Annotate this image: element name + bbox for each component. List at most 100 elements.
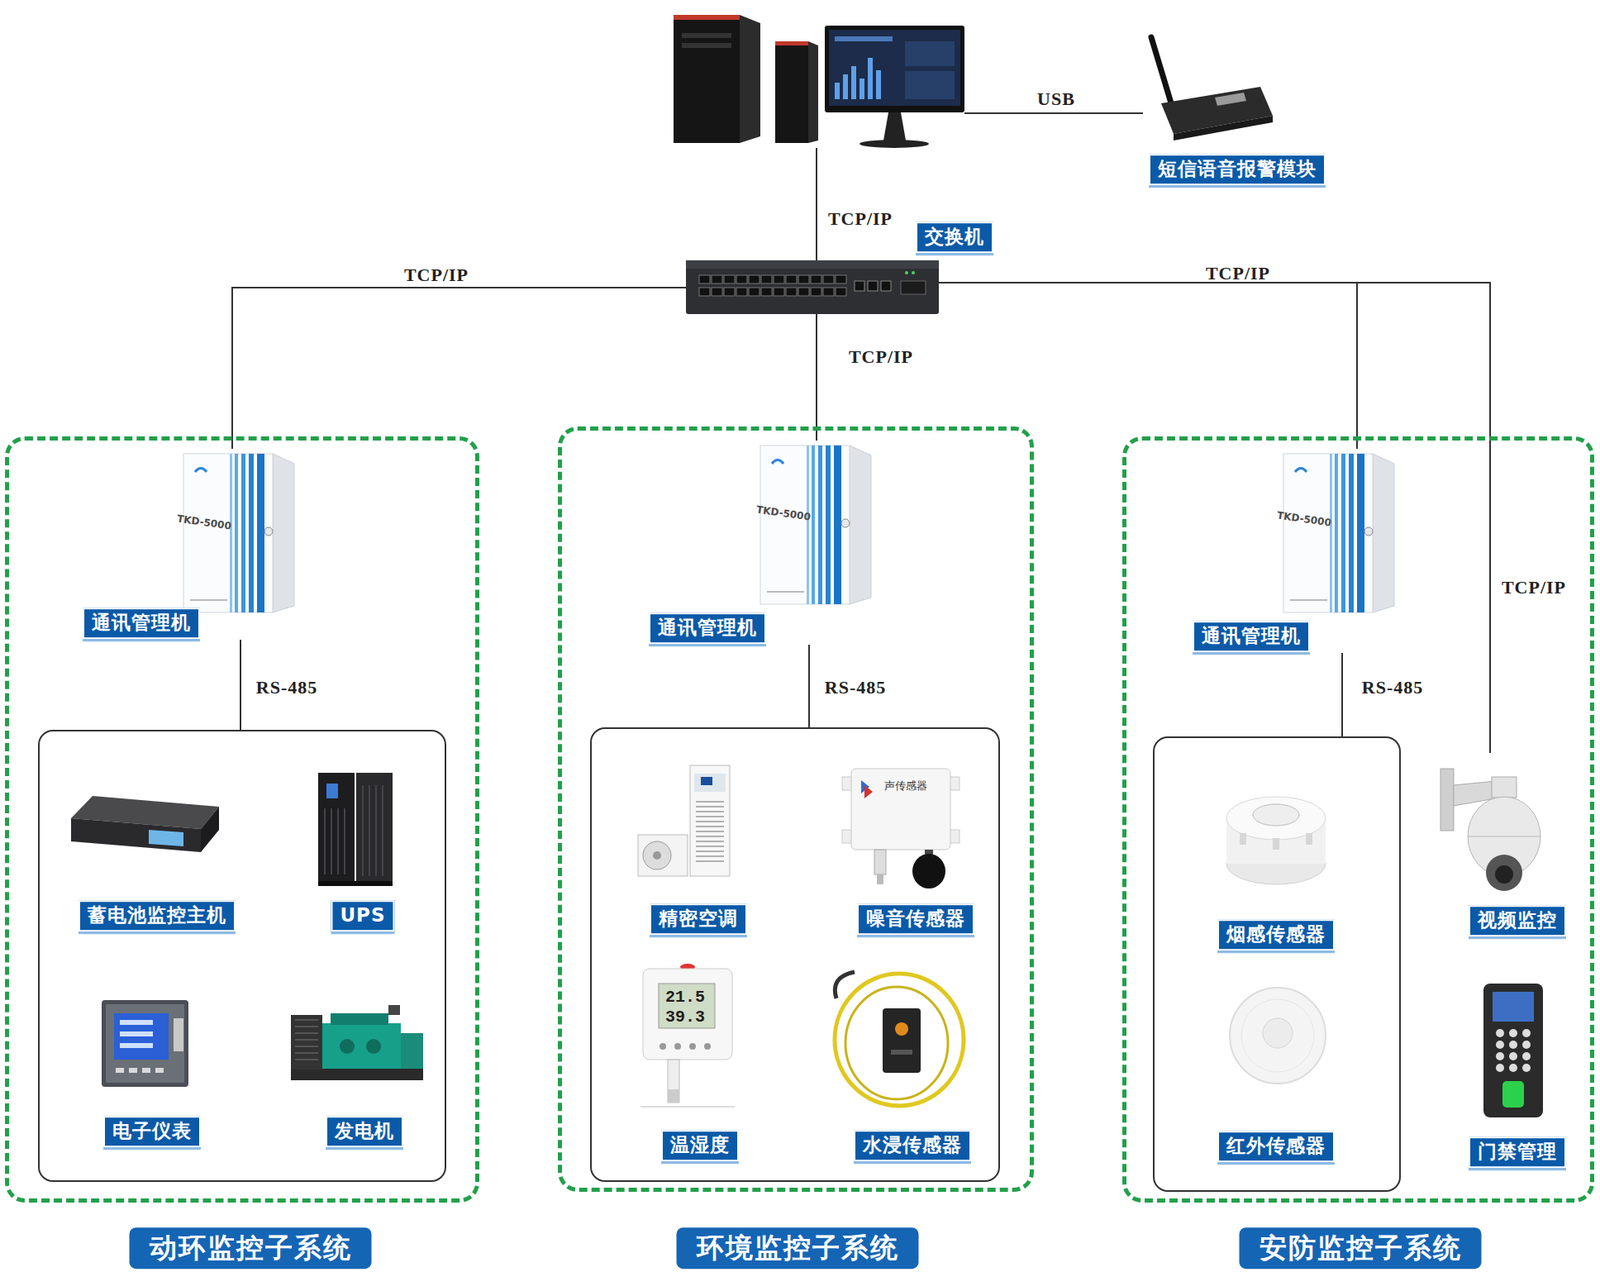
switch-art — [835, 275, 847, 284]
comm-manager: 通讯管理机 — [644, 440, 873, 645]
meter-art — [101, 1000, 189, 1087]
network-link — [815, 314, 818, 441]
switch-art — [904, 271, 909, 275]
noise-sensor-art — [864, 785, 873, 799]
access-control-art — [1495, 1052, 1505, 1061]
battery-monitor-art — [71, 795, 220, 853]
water-sensor-art — [834, 973, 964, 1106]
link-label: USB — [1037, 88, 1076, 110]
link-label: TCP/IP — [828, 208, 893, 230]
meter-art — [119, 1042, 153, 1048]
node-label: 电子仪表 — [103, 1115, 201, 1148]
node-label: 门禁管理 — [1468, 1136, 1567, 1168]
switch-art — [798, 287, 810, 296]
generator-art — [388, 1004, 400, 1015]
node-label: 水浸传感器 — [853, 1129, 972, 1162]
access-control-art — [1522, 1063, 1531, 1072]
device: 烟感传感器 — [1216, 790, 1337, 953]
temperature-humidity-art — [689, 1042, 696, 1050]
air-conditioner-art — [694, 773, 726, 792]
meter-art — [105, 1004, 185, 1083]
meter-art — [155, 1067, 164, 1073]
device-marking: 声传感器 — [884, 778, 928, 794]
water-sensor-art — [834, 971, 855, 999]
link-label: TCP/IP — [404, 264, 469, 286]
device: 水浸传感器 — [831, 969, 977, 1162]
link-label: RS-485 — [256, 676, 318, 699]
generator-art — [366, 1038, 381, 1054]
meter-art — [115, 1067, 124, 1073]
switch-art — [785, 275, 797, 284]
camera-art — [1440, 768, 1541, 891]
smoke-detector-art — [1252, 804, 1300, 826]
comm-manager: 通讯管理机 — [1188, 448, 1393, 653]
group-frame — [4, 436, 480, 1203]
noise-sensor-art — [876, 874, 884, 885]
device-group: 烟感传感器红外传感器 — [1152, 736, 1401, 1192]
meter-art — [114, 1013, 169, 1060]
generator-art — [290, 1068, 424, 1081]
node-label: 红外传感器 — [1217, 1130, 1335, 1162]
generator-art — [330, 1013, 389, 1025]
switch-art — [685, 260, 939, 315]
node-label: 噪音传感器 — [857, 903, 975, 935]
switch-art — [785, 287, 797, 296]
node-label: 视频监控 — [1468, 904, 1567, 937]
meter-art — [128, 1067, 138, 1073]
model-number: TKD-5000 — [755, 503, 811, 523]
device: UPS — [318, 770, 393, 932]
network-link — [239, 639, 242, 730]
workstation-art — [739, 14, 761, 143]
workstation-art — [859, 139, 929, 148]
workstation-art — [673, 14, 740, 143]
generator-art — [400, 1033, 424, 1069]
network-link — [938, 282, 1358, 449]
ups-art — [318, 772, 393, 886]
access-control-art — [1522, 1052, 1531, 1061]
ups-art — [356, 772, 393, 886]
switch-art — [798, 275, 810, 284]
temperature-humidity-art — [667, 1059, 680, 1103]
water-sensor-art — [845, 986, 948, 1100]
switch-art — [685, 260, 939, 315]
network-link — [1341, 652, 1343, 737]
generator-art — [290, 1004, 424, 1081]
group-title: 安防监控子系统 — [1239, 1227, 1482, 1269]
device: 发电机 — [290, 1004, 424, 1148]
noise-sensor-art — [874, 849, 886, 875]
temperature-humidity-art — [704, 1042, 711, 1050]
alarm-module: 短信语音报警模块 — [1142, 33, 1332, 189]
switch-art — [685, 260, 939, 269]
temperature-humidity-art — [667, 1089, 680, 1103]
device-group: 精密空调噪音传感器温湿度水浸传感器 — [590, 727, 1000, 1182]
workstation-art — [876, 70, 881, 100]
temperature-humidity-art — [659, 1042, 667, 1050]
ups-art — [318, 772, 355, 886]
subsystem-group: 安防监控子系统 通讯管理机烟感传感器红外传感器 视频监控门禁管理 — [1122, 436, 1595, 1272]
camera-art — [1440, 768, 1454, 831]
noise-sensor-art — [842, 768, 960, 889]
illustration-layer — [760, 445, 872, 605]
noise-sensor-art — [912, 853, 946, 889]
group-frame — [557, 426, 1034, 1192]
model-number: TKD-5000 — [1276, 509, 1332, 529]
node-label: 发电机 — [325, 1115, 404, 1148]
camera-art — [1491, 776, 1517, 798]
infrared-sensor-art — [1241, 999, 1315, 1072]
link-label: TCP/IP — [1205, 262, 1271, 285]
node-label: UPS — [330, 900, 395, 932]
device: 精密空调 — [638, 765, 750, 936]
access-control-art — [1492, 991, 1534, 1022]
meter-art — [101, 1000, 189, 1087]
switch-art — [761, 275, 772, 284]
device: 蓄电池监控主机 — [71, 795, 240, 932]
switch-art — [748, 287, 760, 296]
workstation-art — [775, 41, 809, 143]
workstation-art — [681, 42, 732, 48]
access-control-art — [1495, 1028, 1505, 1038]
link-label: RS-485 — [1361, 676, 1424, 699]
access-control-art — [1509, 1063, 1518, 1072]
smoke-detector-art — [1305, 833, 1313, 845]
